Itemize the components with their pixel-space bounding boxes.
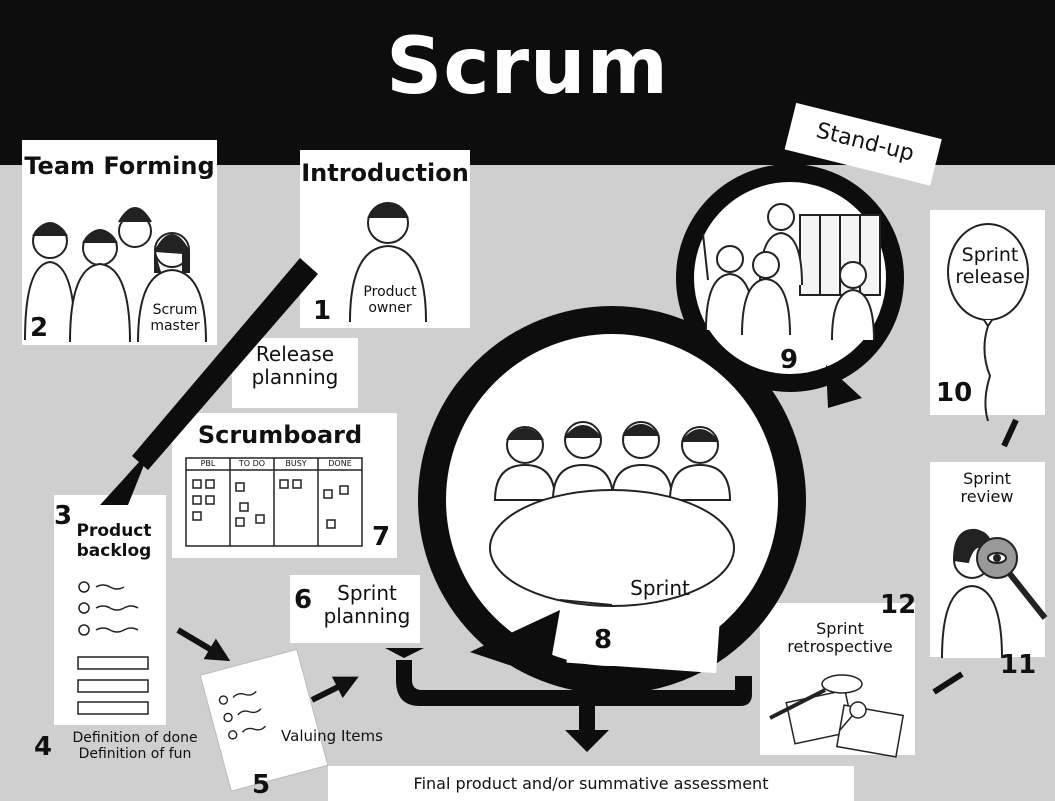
step-number-9: 9 [780, 345, 799, 375]
final-product-card [328, 766, 854, 801]
flow-arrows [100, 258, 752, 752]
step-number-5: 5 [252, 770, 271, 800]
intro-to-backlog-arrowhead [100, 450, 150, 505]
sprint-planning-label: Sprint planning [323, 581, 411, 628]
step-number-10: 10 [936, 378, 973, 408]
backlog-items-illustration [77, 581, 149, 715]
release-to-review-arrow [1001, 418, 1019, 448]
sprint-review-label: Sprint review [960, 469, 1014, 507]
product-owner-illustration [349, 202, 427, 323]
review-to-retro-arrow [932, 671, 964, 695]
step-number-1: 1 [313, 296, 332, 326]
product-owner-label: Product owner [363, 284, 417, 317]
small-arrows [176, 418, 1019, 703]
scrum-master-label: Scrum master [150, 302, 200, 335]
planning-arrowhead [385, 648, 424, 658]
sprint-loop-arrowhead [470, 610, 560, 678]
scrumboard-label: Scrumboard [197, 421, 363, 449]
release-planning-label: Release planning [251, 342, 339, 389]
step-number-11: 11 [1000, 650, 1037, 680]
step-number-3: 3 [54, 501, 73, 531]
sprint-release-label: Sprint release [955, 244, 1025, 288]
team-forming-illustration [24, 207, 207, 343]
step-number-6: 6 [294, 585, 313, 615]
valuing-items-label: Valuing Items [281, 727, 383, 745]
team-at-table-illustration [489, 421, 735, 607]
intro-to-backlog-arrow [132, 258, 318, 470]
to-final-arrow-stem [579, 706, 595, 734]
standup-illustration [702, 203, 881, 341]
scrumboard-card [172, 413, 397, 558]
loop-return-arrow [396, 660, 752, 706]
balloon-illustration [947, 223, 1029, 422]
step-number-7: 7 [372, 522, 391, 552]
board-col-busy: BUSY [285, 459, 307, 468]
valuing-items-paper [199, 648, 329, 792]
to-final-arrowhead [565, 730, 609, 752]
standup-label-card [784, 102, 942, 186]
standup-loop-arrowhead [826, 365, 862, 408]
step-number-8: 8 [594, 625, 613, 655]
retrospective-illustration [769, 674, 905, 758]
board-col-pbl: PBL [200, 459, 216, 468]
sprint-label: Sprint [630, 576, 690, 600]
diagram-title: Scrum [386, 22, 669, 112]
introduction-label: Introduction [301, 159, 469, 187]
release-planning-card [232, 338, 358, 408]
sprint-review-illustration [941, 528, 1048, 659]
product-backlog-label: Product backlog [76, 521, 152, 561]
step-number-2: 2 [30, 313, 49, 343]
sprint-planning-card [290, 575, 420, 643]
final-product-label: Final product and/or summative assessmen… [413, 774, 769, 793]
scrumboard-illustration [185, 457, 363, 547]
backlog-to-valuing-arrow [176, 627, 231, 662]
sprint-retrospective-label: Sprint retrospective [787, 619, 893, 657]
board-col-todo: TO DO [238, 459, 266, 468]
step-number-12: 12 [880, 590, 917, 620]
board-col-done: DONE [328, 459, 352, 468]
step-number-4: 4 [34, 732, 53, 762]
valuing-to-planning-arrow [310, 676, 359, 703]
team-forming-label: Team Forming [24, 152, 215, 180]
definitions-label: Definition of done Definition of fun [72, 730, 198, 763]
